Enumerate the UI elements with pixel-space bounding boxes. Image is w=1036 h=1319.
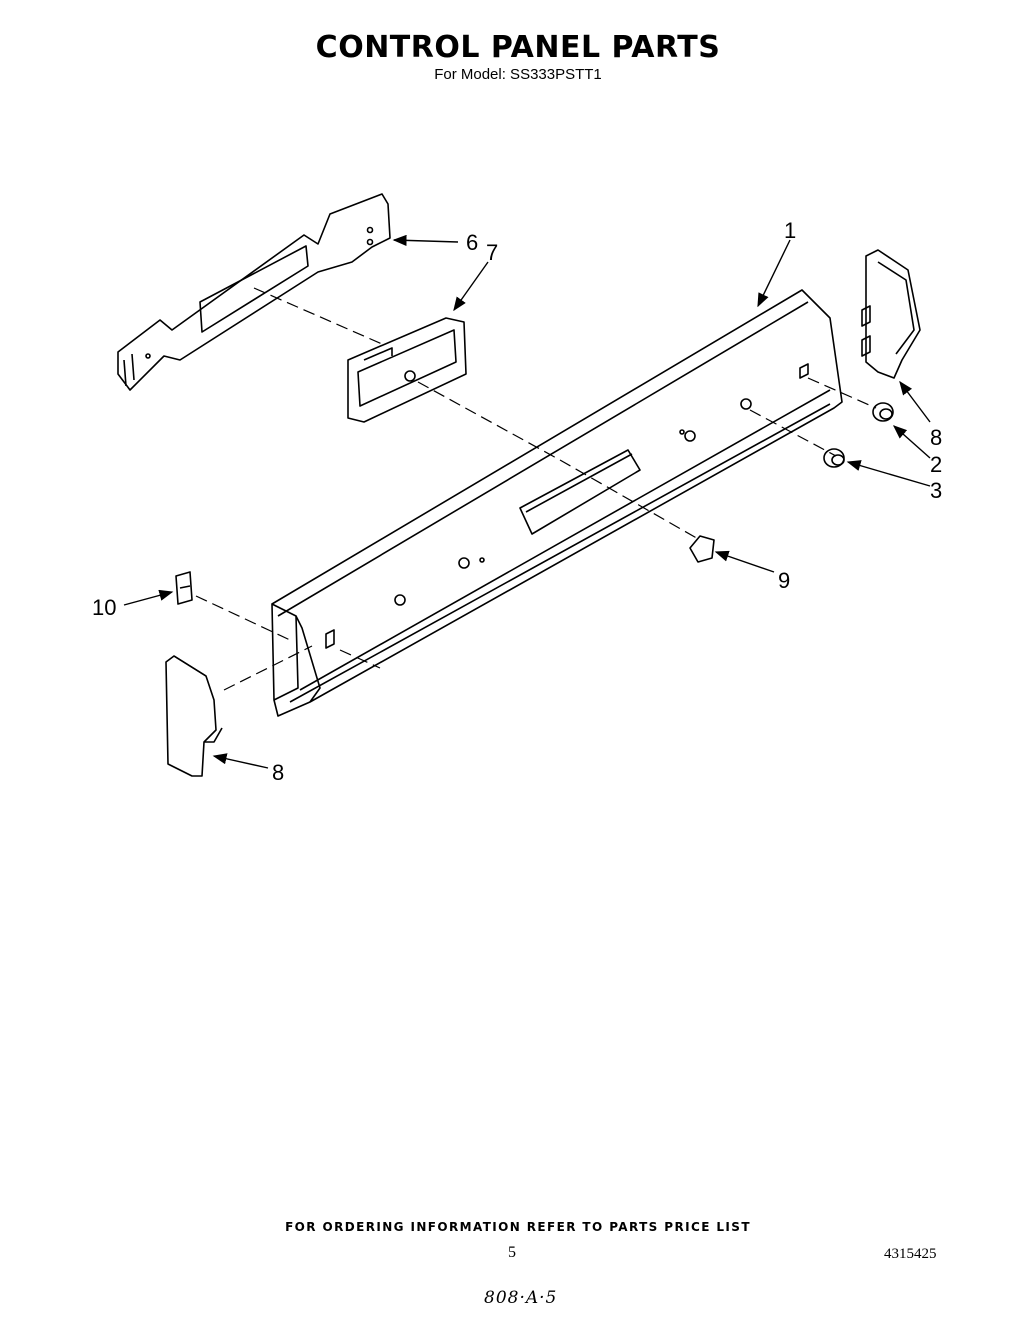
page-title: CONTROL PANEL PARTS [315,30,721,65]
page-number: 5 [508,1244,516,1261]
callout-8-left: 8 [272,760,284,785]
knob-part-3 [823,448,845,468]
mounting-bracket-part-6 [117,193,391,391]
callout-10: 10 [92,595,116,620]
control-panel-part-1 [271,289,843,717]
callout-9: 9 [778,568,790,593]
button-part-9 [689,535,715,563]
callout-6: 6 [466,230,478,255]
clip-part-10 [175,571,193,605]
end-cap-right-part-8 [861,249,921,379]
callout-1: 1 [784,218,796,243]
callout-3: 3 [930,478,942,503]
end-cap-left-part-8 [165,655,223,777]
leader-arrows [123,234,931,769]
callout-7: 7 [486,240,498,265]
alignment-lines [195,287,877,691]
knob-part-2 [872,402,894,422]
model-line: For Model: SS333PSTT1 [434,66,602,83]
handwritten-note: 808·A·5 [484,1288,558,1308]
callout-2: 2 [930,452,942,477]
document-number: 4315425 [884,1246,937,1262]
callout-8-right: 8 [930,425,942,450]
ordering-note: FOR ORDERING INFORMATION REFER TO PARTS … [285,1220,751,1234]
display-bezel-part-7 [347,317,467,423]
